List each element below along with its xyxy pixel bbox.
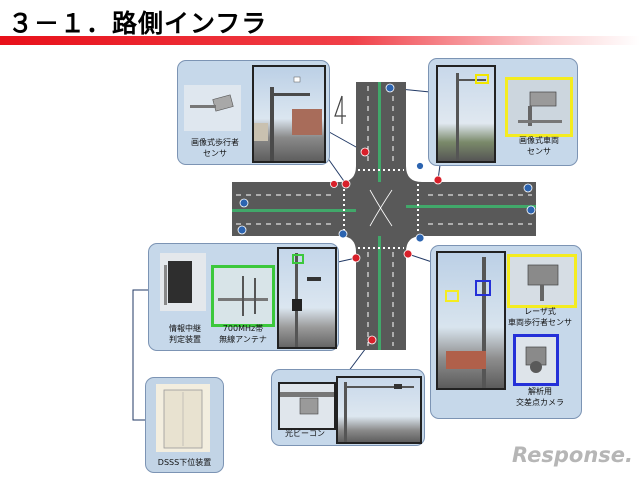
beacon-icon — [280, 392, 334, 415]
photo-vehicle-sensor-pole — [436, 65, 496, 163]
panel-dsss-unit: DSSS下位装置 — [145, 377, 224, 473]
photo-beacon-pole — [336, 376, 422, 444]
label-analysis-camera: 解析用 交差点カメラ — [516, 387, 564, 407]
photo-relay-unit — [160, 253, 206, 311]
photo-laser-sensor — [507, 254, 577, 308]
label-optical-beacon: 光ビーコン — [285, 429, 325, 438]
label-dsss-unit: DSSS下位装置 — [157, 458, 212, 467]
photo-ped-sensor-pole — [252, 65, 326, 163]
photo-antenna — [211, 265, 275, 327]
camera-icon — [190, 94, 234, 112]
panel-laser-camera: レーザ式 車両歩行者センサ 解析用 交差点カメラ — [430, 245, 582, 419]
panel-relay-antenna: 情報中継 判定装置 700MHz帯 無線アンテナ — [148, 243, 339, 351]
photo-relay-pole — [277, 247, 337, 349]
antenna-icon — [218, 276, 268, 316]
label-laser-sensor: レーザ式 車両歩行者センサ — [508, 307, 572, 327]
laser-sensor-icon — [527, 264, 559, 301]
panel-optical-beacon: 光ビーコン — [271, 369, 425, 446]
label-ped-image-sensor: 画像式歩行者 センサ — [191, 138, 239, 158]
photo-beacon-closeup — [278, 382, 336, 430]
photo-dsss-cabinet — [156, 384, 210, 452]
camera-icon — [525, 346, 547, 373]
photo-vehicle-sensor-closeup — [505, 77, 573, 137]
camera-icon — [518, 91, 562, 126]
photo-ped-sensor-closeup — [184, 85, 241, 131]
title-underline — [0, 36, 640, 45]
photo-laser-pole — [436, 251, 506, 390]
response-logo: Response. — [512, 443, 633, 467]
label-relay-unit: 情報中継 判定装置 — [169, 324, 201, 344]
photo-analysis-camera — [513, 334, 559, 386]
label-vehicle-image-sensor: 画像式車両 センサ — [519, 136, 559, 156]
page-title: ３－１．路側インフラ — [8, 9, 268, 38]
panel-ped-image-sensor: 画像式歩行者 センサ — [177, 60, 330, 165]
label-antenna: 700MHz帯 無線アンテナ — [219, 324, 267, 344]
panel-vehicle-image-sensor: 画像式車両 センサ — [428, 58, 578, 166]
